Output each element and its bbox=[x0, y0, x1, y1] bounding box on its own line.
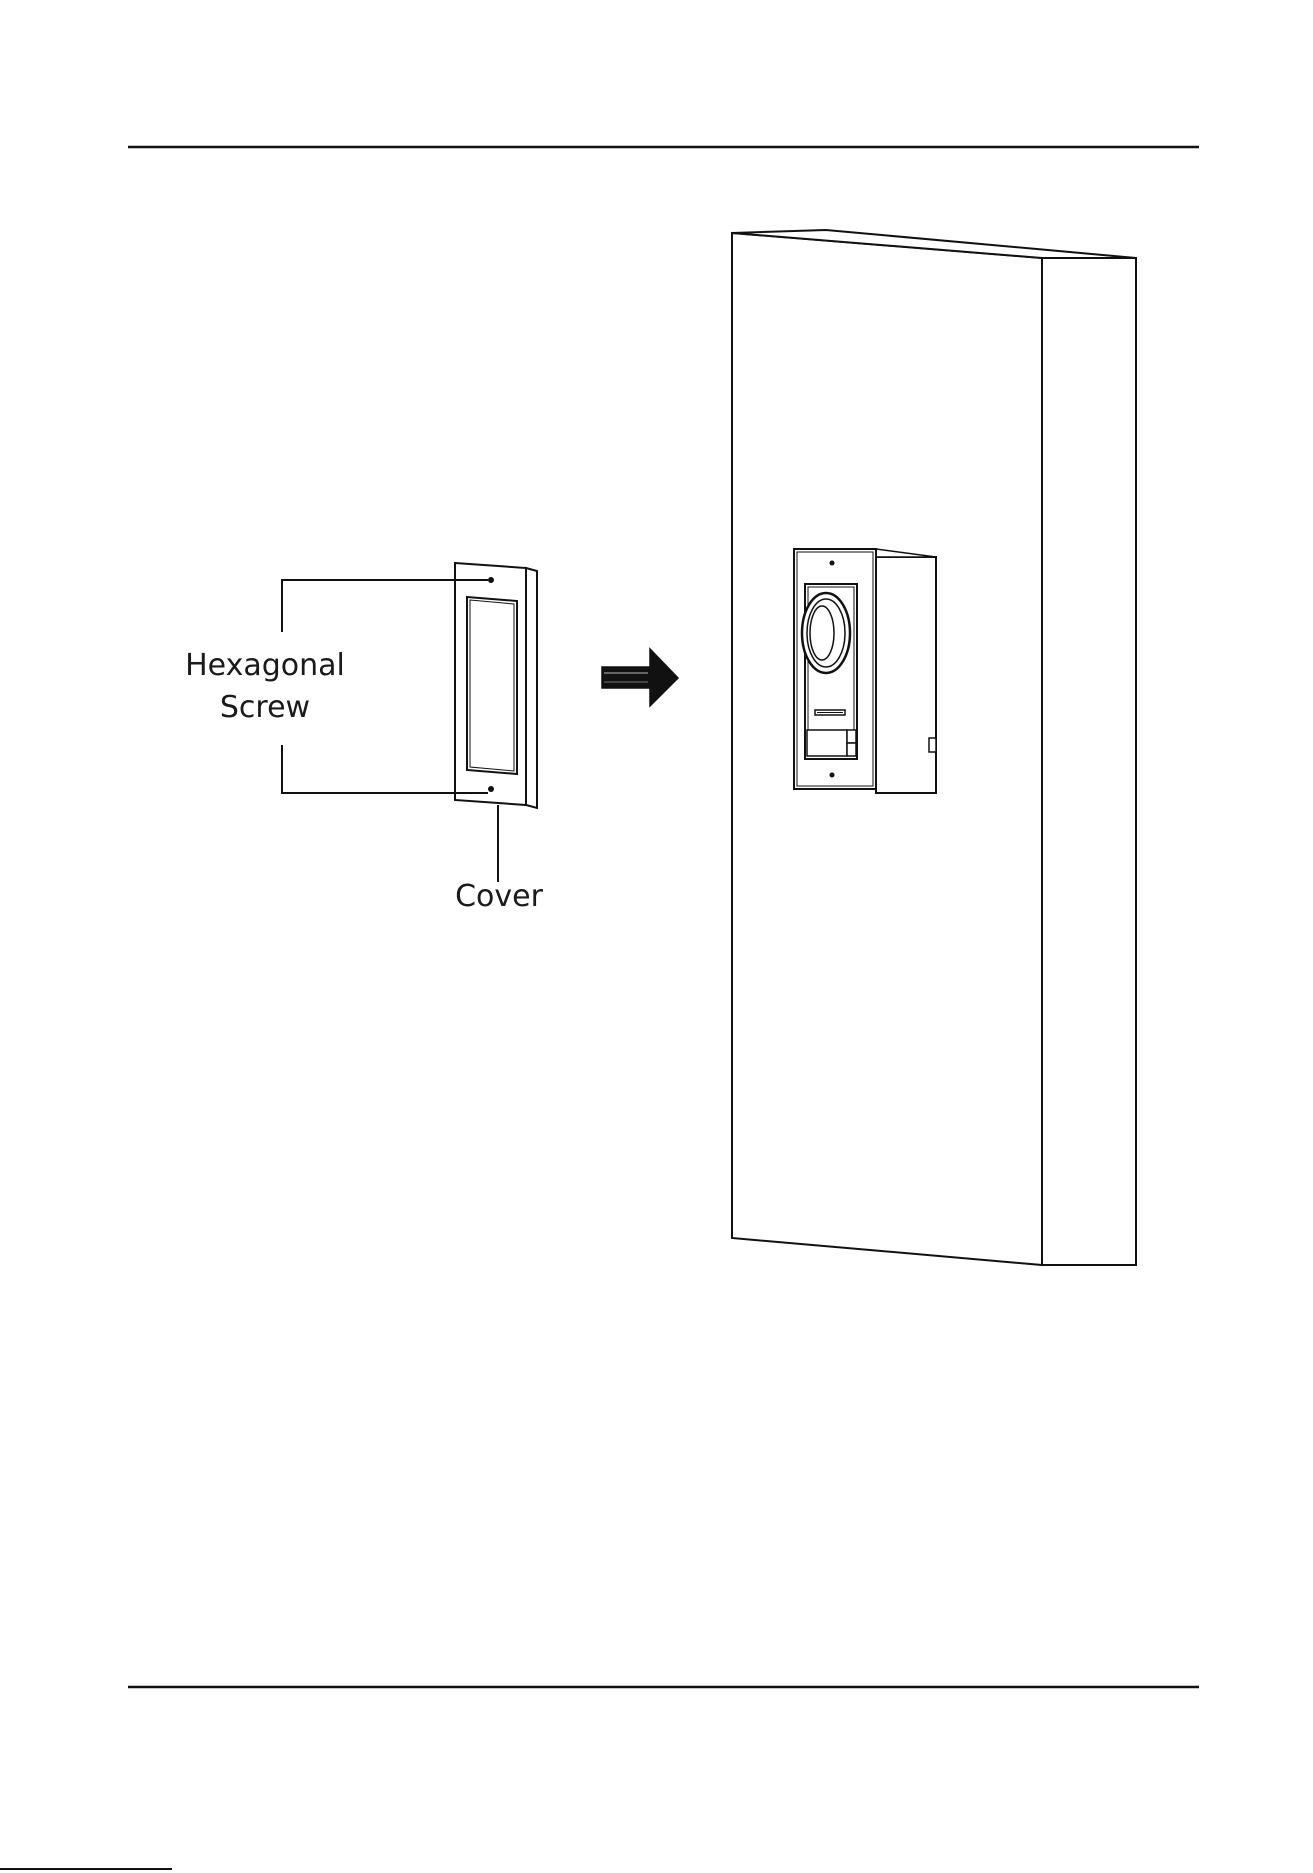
cover-side-edge bbox=[526, 568, 537, 808]
device-top-screw bbox=[830, 561, 835, 566]
call-button-area bbox=[807, 730, 847, 756]
cover-window bbox=[467, 597, 517, 774]
mounted-device bbox=[794, 549, 936, 793]
camera-lens-inner bbox=[810, 606, 834, 660]
wall-side-face bbox=[1042, 258, 1136, 1265]
device-side-box bbox=[876, 557, 936, 793]
arrow-right-icon bbox=[602, 649, 678, 706]
device-side-tab bbox=[929, 738, 936, 752]
device-bottom-screw bbox=[830, 773, 835, 778]
cover-bottom-screw-hole bbox=[488, 786, 494, 792]
hexagonal-screw-label-line1: Hexagonal bbox=[185, 648, 345, 683]
call-button-upper bbox=[847, 730, 856, 743]
cover-plate bbox=[455, 563, 537, 808]
call-button-lower bbox=[847, 743, 856, 756]
cover-label: Cover bbox=[455, 879, 544, 914]
cover-top-screw-hole bbox=[488, 577, 494, 583]
hexagonal-screw-label-line2: Screw bbox=[220, 690, 310, 725]
